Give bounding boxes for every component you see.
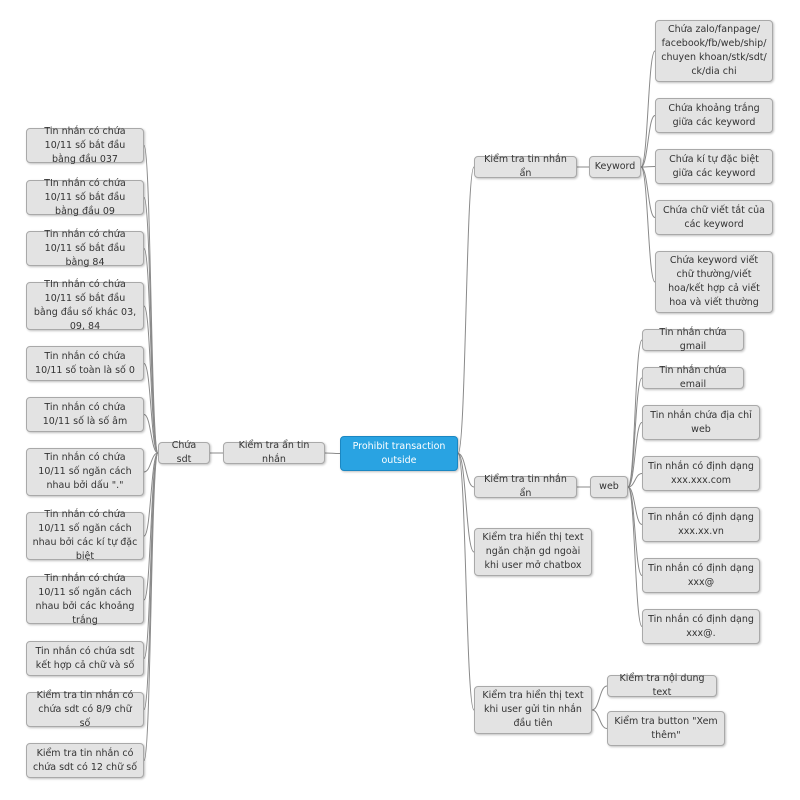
link-group-contains-phone-to-phone-item-5: [143, 363, 159, 454]
phone-item-2[interactable]: TIn nhắn có chứa 10/11 số bắt đầu bằng đ…: [26, 178, 144, 217]
keyword-item-2[interactable]: Chứa khoảng trắng giữa các keyword: [655, 98, 773, 133]
phone-item-9[interactable]: Tin nhắn có chứa 10/11 số ngăn cách nhau…: [26, 573, 144, 626]
web-item-3[interactable]: Tin nhắn chứa địa chỉ web: [642, 405, 760, 440]
link-root-node-to-branch-chatbox-text: [457, 453, 475, 553]
root-node[interactable]: Prohibit transaction outside: [340, 436, 458, 471]
keyword-item-4[interactable]: Chứa chữ viết tắt của các keyword: [655, 200, 773, 235]
link-branch-first-message-text-to-first-msg-item-1: [591, 685, 608, 711]
link-root-node-to-branch-keyword-check: [457, 166, 475, 454]
link-group-contains-phone-to-phone-item-8: [143, 452, 159, 537]
link-group-keyword-to-keyword-item-3: [640, 166, 656, 168]
web-item-4[interactable]: Tin nhắn có định dạng xxx.xxx.com: [642, 456, 760, 491]
phone-item-3[interactable]: Tin nhắn có chứa 10/11 số bắt đầu bằng 8…: [26, 229, 144, 268]
keyword-item-1[interactable]: Chứa zalo/fanpage/ facebook/fb/web/ship/…: [655, 20, 773, 82]
link-group-contains-phone-to-phone-item-7: [143, 452, 159, 473]
phone-item-11[interactable]: Kiểm tra tin nhắn có chứa sdt có 8/9 chữ…: [26, 690, 144, 729]
link-group-web-to-web-item-3: [627, 422, 643, 488]
phone-item-10[interactable]: Tin nhắn có chứa sdt kết hợp cả chữ và s…: [26, 641, 144, 676]
web-item-1[interactable]: Tin nhắn chứa gmail: [642, 327, 744, 352]
phone-item-5[interactable]: Tin nhắn có chứa 10/11 số toàn là số 0: [26, 346, 144, 381]
phone-item-4[interactable]: TIn nhắn có chứa 10/11 số bắt đầu bằng đ…: [26, 279, 144, 332]
phone-item-8[interactable]: Tin nhắn có chứa 10/11 số ngăn cách nhau…: [26, 509, 144, 562]
phone-item-12[interactable]: Kiểm tra tin nhắn có chứa sdt có 12 chữ …: [26, 743, 144, 778]
link-root-node-to-branch-first-message-text: [457, 453, 475, 711]
web-item-2[interactable]: Tin nhắn chứa email: [642, 365, 744, 390]
first-msg-item-2[interactable]: Kiểm tra button "Xem thêm": [607, 711, 725, 746]
branch-first-message-text[interactable]: Kiểm tra hiển thị text khi user gửi tin …: [474, 686, 592, 734]
link-group-contains-phone-to-phone-item-2: [143, 197, 159, 454]
phone-item-7[interactable]: Tin nhắn có chứa 10/11 số ngăn cách nhau…: [26, 448, 144, 496]
link-group-web-to-web-item-7: [627, 486, 643, 627]
branch-hidden-message[interactable]: Kiểm tra ẩn tin nhắn: [223, 440, 325, 465]
link-group-contains-phone-to-phone-item-6: [143, 414, 159, 454]
web-item-6[interactable]: Tin nhắn có định dạng xxx@: [642, 558, 760, 593]
link-group-keyword-to-keyword-item-2: [640, 115, 656, 168]
link-group-web-to-web-item-1: [627, 339, 643, 488]
link-branch-first-message-text-to-first-msg-item-2: [591, 709, 608, 729]
link-group-keyword-to-keyword-item-5: [640, 166, 656, 283]
link-group-web-to-web-item-2: [627, 377, 643, 488]
link-group-web-to-web-item-4: [627, 473, 643, 488]
branch-chatbox-text[interactable]: Kiểm tra hiển thị text ngăn chặn gd ngoà…: [474, 528, 592, 576]
link-root-node-to-branch-hidden-message: [324, 452, 341, 454]
keyword-item-3[interactable]: Chứa kí tự đặc biệt giữa các keyword: [655, 149, 773, 184]
phone-item-6[interactable]: Tin nhắn có chứa 10/11 số là số âm: [26, 397, 144, 432]
group-contains-phone[interactable]: Chứa sdt: [158, 440, 210, 465]
first-msg-item-1[interactable]: Kiểm tra nội dung text: [607, 673, 717, 698]
keyword-item-5[interactable]: Chứa keyword viết chữ thường/viết hoa/kế…: [655, 251, 773, 313]
link-group-contains-phone-to-phone-item-4: [143, 305, 159, 454]
link-group-contains-phone-to-phone-item-12: [143, 452, 159, 761]
link-group-keyword-to-keyword-item-4: [640, 166, 656, 218]
link-group-keyword-to-keyword-item-1: [640, 50, 656, 168]
group-web[interactable]: web: [590, 476, 628, 498]
branch-keyword-check[interactable]: Kiểm tra tin nhắn ẩn: [474, 154, 577, 179]
phone-item-1[interactable]: Tin nhắn có chứa 10/11 số bắt đầu bằng đ…: [26, 126, 144, 165]
web-item-5[interactable]: Tin nhắn có định dạng xxx.xx.vn: [642, 507, 760, 542]
branch-web-check[interactable]: Kiểm tra tin nhắn ẩn: [474, 474, 577, 499]
group-keyword[interactable]: Keyword: [589, 156, 641, 178]
web-item-7[interactable]: Tin nhắn có định dạng xxx@.: [642, 609, 760, 644]
